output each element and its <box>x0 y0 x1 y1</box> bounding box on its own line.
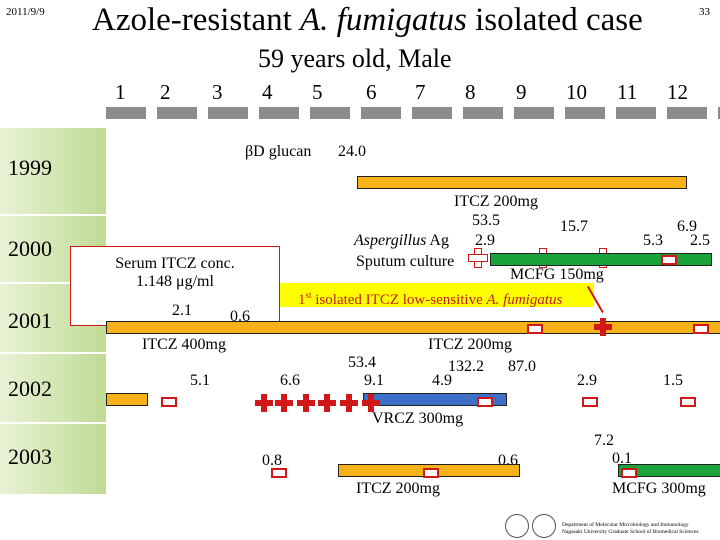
footer-affiliation: Department of Molecular Microbiology and… <box>562 522 718 536</box>
month-8: 8 <box>465 80 476 104</box>
antigen-marker <box>527 324 543 334</box>
value-4-9: 4.9 <box>432 372 452 389</box>
title-prefix: Azole-resistant <box>92 2 301 38</box>
year-band-2003 <box>0 424 106 494</box>
slide-title: Azole-resistant A. fumigatus isolated ca… <box>92 2 643 39</box>
itcz-200-label-1: ITCZ 200mg <box>454 193 538 210</box>
month-6: 6 <box>366 80 377 104</box>
year-2002: 2002 <box>8 376 52 401</box>
month-12: 12 <box>667 80 688 104</box>
antigen-marker <box>693 324 709 334</box>
mcfg-150-bar <box>490 253 712 266</box>
month-7: 7 <box>415 80 426 104</box>
month-4: 4 <box>262 80 273 104</box>
title-species: A. fumigatus <box>300 2 467 38</box>
serum-line-1: Serum ITCZ conc. <box>115 255 235 272</box>
itcz-200-label-2: ITCZ 200mg <box>428 336 512 353</box>
value-1-5: 1.5 <box>663 372 683 389</box>
slide-date: 2011/9/9 <box>6 6 45 18</box>
bd-glucan-value: 24.0 <box>338 143 366 160</box>
culture-positive-icon <box>275 394 293 412</box>
value-53-4: 53.4 <box>348 354 376 371</box>
department-logo-icon <box>532 514 556 538</box>
value-6-6: 6.6 <box>280 372 300 389</box>
footer-line-1: Department of Molecular Microbiology and… <box>562 522 689 528</box>
culture-positive-icon <box>340 394 358 412</box>
antigen-marker <box>271 468 287 478</box>
value-0-6a: 0.6 <box>230 308 250 325</box>
value-6-9: 6.9 <box>677 218 697 235</box>
mcfg-300-label: MCFG 300mg <box>612 480 706 497</box>
note-italic: A. fumigatus <box>486 292 563 308</box>
year-2000: 2000 <box>8 236 52 261</box>
antigen-marker <box>161 397 177 407</box>
note-text: isolated ITCZ low-sensitive <box>311 292 487 308</box>
month-3: 3 <box>212 80 223 104</box>
antigen-marker <box>477 397 493 407</box>
month-10: 10 <box>566 80 587 104</box>
value-15-7: 15.7 <box>560 218 588 235</box>
year-2003: 2003 <box>8 444 52 469</box>
value-132-2: 132.2 <box>448 358 484 375</box>
culture-positive-icon <box>297 394 315 412</box>
year-band-2002 <box>0 354 106 422</box>
year-band-1999 <box>0 128 106 214</box>
value-53-5: 53.5 <box>472 212 500 229</box>
year-2001: 2001 <box>8 308 52 333</box>
antigen-marker <box>423 468 439 478</box>
footer-line-2: Nagasaki University Graduate School of B… <box>562 529 699 535</box>
timeline-ruler <box>106 107 720 119</box>
note-superscript: st <box>305 290 312 300</box>
antigen-marker <box>680 397 696 407</box>
aspergillus-italic: Aspergillus <box>354 232 427 249</box>
culture-positive-icon <box>255 394 273 412</box>
value-7-2: 7.2 <box>594 432 614 449</box>
value-5-1: 5.1 <box>190 372 210 389</box>
itcz-200-bar-1 <box>357 176 687 189</box>
note-prefix: 1 <box>298 292 306 308</box>
serum-line-2: 1.148 μg/ml <box>136 273 214 290</box>
month-5: 5 <box>312 80 323 104</box>
month-2: 2 <box>160 80 171 104</box>
slide-number: 33 <box>699 6 710 18</box>
antigen-marker <box>582 397 598 407</box>
value-0-8: 0.8 <box>262 452 282 469</box>
mcfg-150-label: MCFG 150mg <box>510 266 604 283</box>
month-11: 11 <box>617 80 638 104</box>
culture-negative-icon <box>468 248 488 268</box>
value-5-3: 5.3 <box>643 232 663 249</box>
vrcz-300-label: VRCZ 300mg <box>372 410 464 427</box>
value-2-9a: 2.9 <box>475 232 495 249</box>
month-9: 9 <box>516 80 527 104</box>
title-suffix: isolated case <box>466 2 643 38</box>
sputum-culture-label: Sputum culture <box>356 253 455 270</box>
bd-glucan-label: βD glucan <box>245 143 312 160</box>
itcz-200-label-3: ITCZ 200mg <box>356 480 440 497</box>
culture-positive-icon <box>318 394 336 412</box>
university-logo-icon <box>505 514 529 538</box>
culture-positive-icon <box>362 394 380 412</box>
value-2-9b: 2.9 <box>577 372 597 389</box>
mcfg-300-bar <box>618 464 720 477</box>
year-1999: 1999 <box>8 155 52 180</box>
value-87-0: 87.0 <box>508 358 536 375</box>
antigen-marker <box>621 468 637 478</box>
itcz-400-bar <box>106 321 720 334</box>
value-9-1: 9.1 <box>364 372 384 389</box>
first-isolate-note: 1st isolated ITCZ low-sensitive A. fumig… <box>280 283 594 308</box>
vrcz-300-bar <box>363 393 507 406</box>
itcz-bar-2002a <box>106 393 148 406</box>
patient-subtitle: 59 years old, Male <box>258 44 452 73</box>
culture-positive-icon <box>594 318 612 336</box>
value-0-1: 0.1 <box>612 450 632 467</box>
antigen-marker <box>661 255 677 265</box>
aspergillus-ag-rest: Ag <box>426 232 449 249</box>
month-1: 1 <box>115 80 126 104</box>
value-2-5: 2.5 <box>690 232 710 249</box>
itcz-400-label: ITCZ 400mg <box>142 336 226 353</box>
aspergillus-ag-label: Aspergillus Ag <box>354 232 449 250</box>
value-2-1: 2.1 <box>172 302 192 319</box>
